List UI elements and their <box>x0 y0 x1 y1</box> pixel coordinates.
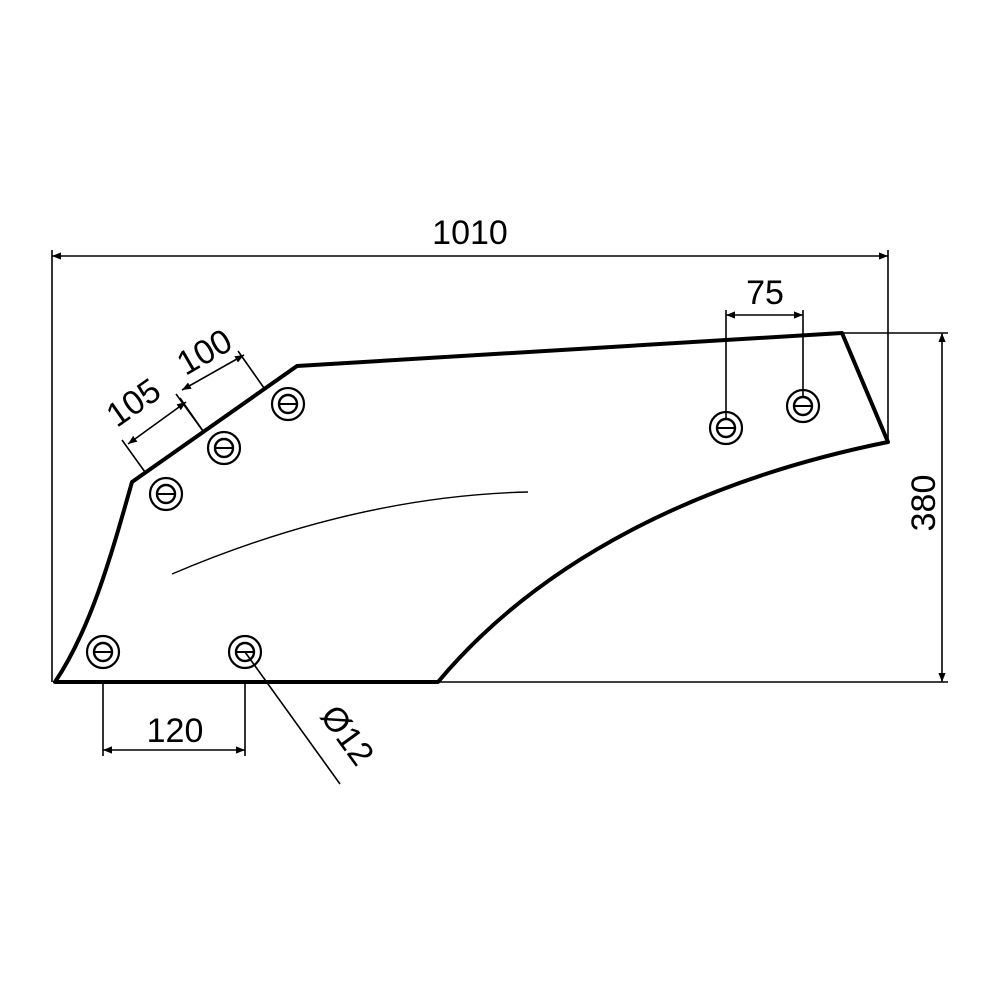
bottom-hole-spacing-label: 120 <box>147 712 204 750</box>
bend-contour-line <box>171 491 529 575</box>
bolt-hole <box>270 386 306 422</box>
hole-diameter-callout: Ø12 <box>244 651 381 785</box>
bottom-hole-spacing-dimension: 120 <box>102 682 246 756</box>
rear-hole-spacing-dimension: 75 <box>725 274 804 420</box>
bolt-hole <box>708 410 744 446</box>
height-label: 380 <box>905 475 943 532</box>
bolt-hole <box>206 430 242 466</box>
bolt-hole <box>85 634 121 670</box>
overall-length-dimension: 1010 <box>51 214 889 682</box>
rear-hole-spacing-label: 75 <box>746 274 784 312</box>
front-hole-spacing-2-label: 100 <box>170 322 238 383</box>
height-dimension: 380 <box>438 332 948 683</box>
front-hole-spacing-1-label: 105 <box>100 371 168 435</box>
bolt-hole <box>148 476 184 512</box>
overall-length-label: 1010 <box>432 214 508 252</box>
plowshare-outline <box>53 331 890 684</box>
front-hole-spacing-dimension-2: 100 <box>170 322 265 432</box>
